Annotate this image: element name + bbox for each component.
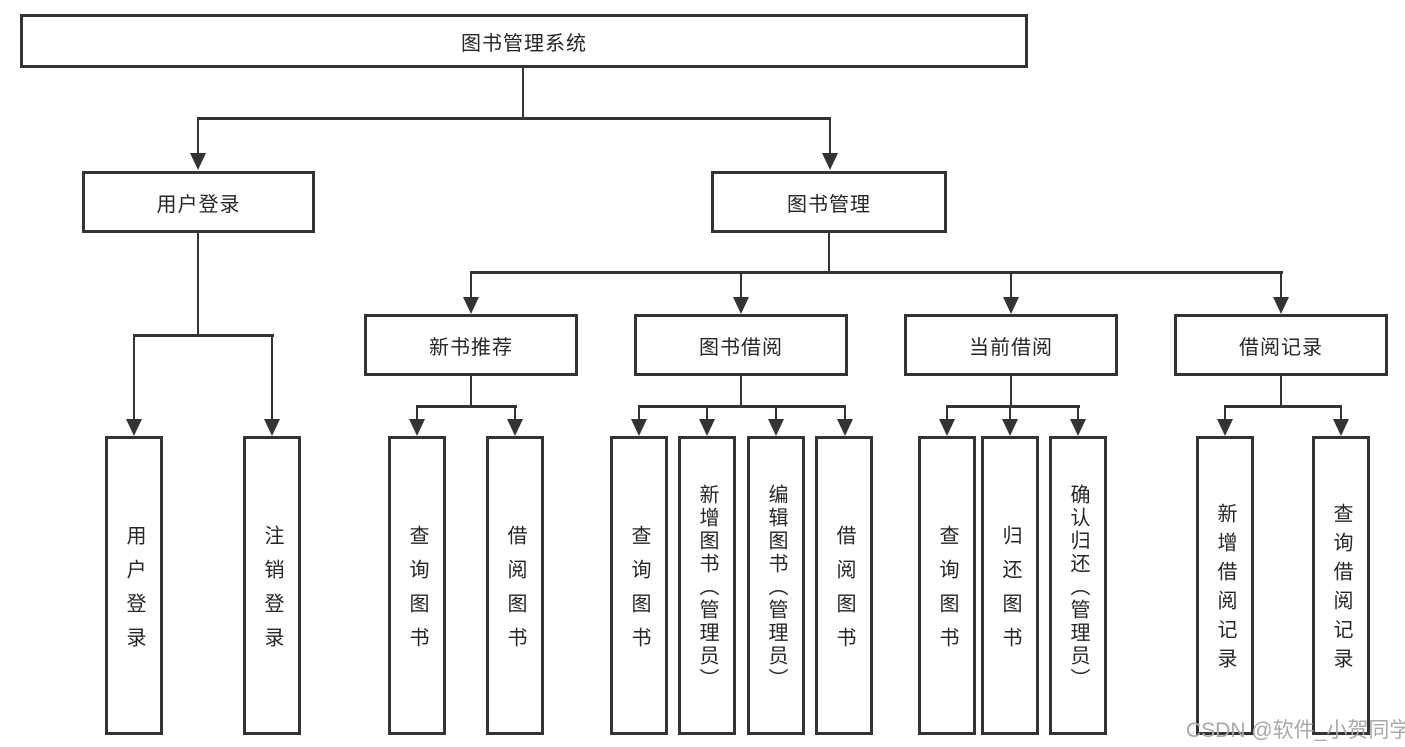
node-logout-action: 注销登录 <box>243 436 301 735</box>
node-user-login-action: 用户登录 <box>105 436 163 735</box>
node-query-books-recommend: 查询图书 <box>388 436 446 735</box>
node-borrow-books-recommend-label: 借阅图书 <box>504 524 526 661</box>
node-new-book-recommend: 新书推荐 <box>364 314 578 376</box>
node-query-books-borrowing-label: 查询图书 <box>628 524 650 661</box>
connector-line <box>829 117 831 154</box>
arrowhead-down-icon <box>507 419 523 436</box>
connector-line <box>1280 271 1282 298</box>
node-add-books-admin-label: 新增图书（管理员） <box>696 483 718 691</box>
node-confirm-return-admin-label: 确认归还（管理员） <box>1067 483 1089 691</box>
arrowhead-down-icon <box>631 419 647 436</box>
node-current-borrowing: 当前借阅 <box>904 314 1118 376</box>
arrowhead-down-icon <box>409 419 425 436</box>
node-query-books-current-label: 查询图书 <box>936 524 958 661</box>
node-current-borrowing-label: 当前借阅 <box>969 336 1053 359</box>
connector-line <box>197 233 199 336</box>
connector-line <box>740 271 742 298</box>
arrowhead-down-icon <box>768 419 784 436</box>
connector-line <box>706 405 708 420</box>
connector-line <box>197 117 199 154</box>
connector-line <box>638 405 846 408</box>
node-library-system: 图书管理系统 <box>20 14 1028 68</box>
node-query-borrow-record-label: 查询借阅记录 <box>1330 503 1352 677</box>
node-query-books-borrowing: 查询图书 <box>610 436 668 735</box>
node-edit-books-admin: 编辑图书（管理员） <box>747 436 805 735</box>
node-return-books-label: 归还图书 <box>999 524 1021 661</box>
connector-line <box>133 334 274 337</box>
node-borrow-books-borrowing-label: 借阅图书 <box>833 524 855 661</box>
watermark-text: CSDN @软件_小贺同学 <box>1186 719 1405 742</box>
node-borrowing-records-label: 借阅记录 <box>1239 336 1323 359</box>
arrowhead-down-icon <box>822 153 838 170</box>
connector-line <box>271 334 273 420</box>
node-confirm-return-admin: 确认归还（管理员） <box>1049 436 1107 735</box>
connector-line <box>133 334 135 420</box>
connector-line <box>740 376 742 408</box>
node-user-login-label: 用户登录 <box>156 193 241 216</box>
connector-line <box>946 405 948 420</box>
arrowhead-down-icon <box>463 297 479 314</box>
node-query-books-recommend-label: 查询图书 <box>406 524 428 661</box>
node-add-borrow-record-label: 新增借阅记录 <box>1214 503 1236 677</box>
arrowhead-down-icon <box>939 419 955 436</box>
arrowhead-down-icon <box>264 419 280 436</box>
arrowhead-down-icon <box>1003 297 1019 314</box>
connector-line <box>197 117 831 120</box>
arrowhead-down-icon <box>699 419 715 436</box>
connector-line <box>1010 376 1012 408</box>
node-borrow-books-recommend: 借阅图书 <box>486 436 544 735</box>
node-book-management: 图书管理 <box>711 171 947 233</box>
arrowhead-down-icon <box>733 297 749 314</box>
connector-line <box>470 376 472 408</box>
arrowhead-down-icon <box>837 419 853 436</box>
connector-line <box>775 405 777 420</box>
connector-line <box>1009 405 1011 420</box>
connector-line <box>470 271 1283 274</box>
connector-line <box>844 405 846 420</box>
node-return-books: 归还图书 <box>981 436 1039 735</box>
node-query-borrow-record: 查询借阅记录 <box>1312 436 1370 735</box>
connector-line <box>1010 271 1012 298</box>
arrowhead-down-icon <box>1273 297 1289 314</box>
node-edit-books-admin-label: 编辑图书（管理员） <box>765 483 787 691</box>
node-query-books-current: 查询图书 <box>918 436 976 735</box>
node-borrow-books-borrowing: 借阅图书 <box>815 436 873 735</box>
node-user-login: 用户登录 <box>82 171 315 233</box>
node-add-books-admin: 新增图书（管理员） <box>678 436 736 735</box>
connector-line <box>1280 376 1282 408</box>
connector-line <box>514 405 516 420</box>
node-book-borrowing-label: 图书借阅 <box>699 336 783 359</box>
connector-line <box>416 405 418 420</box>
connector-line <box>522 68 524 119</box>
arrowhead-down-icon <box>1070 419 1086 436</box>
connector-line <box>1224 405 1226 420</box>
arrowhead-down-icon <box>1002 419 1018 436</box>
node-logout-action-label: 注销登录 <box>261 524 283 661</box>
arrowhead-down-icon <box>1333 419 1349 436</box>
connector-line <box>416 405 517 408</box>
arrowhead-down-icon <box>190 153 206 170</box>
arrowhead-down-icon <box>126 419 142 436</box>
connector-line <box>1077 405 1079 420</box>
connector-line <box>470 271 472 298</box>
node-book-borrowing: 图书借阅 <box>634 314 848 376</box>
node-add-borrow-record: 新增借阅记录 <box>1196 436 1254 735</box>
node-new-book-recommend-label: 新书推荐 <box>429 336 513 359</box>
connector-line <box>828 233 830 273</box>
connector-line <box>946 405 1080 408</box>
node-library-system-label: 图书管理系统 <box>461 32 587 55</box>
connector-line <box>1224 405 1342 408</box>
arrowhead-down-icon <box>1217 419 1233 436</box>
node-borrowing-records: 借阅记录 <box>1174 314 1388 376</box>
connector-line <box>638 405 640 420</box>
connector-line <box>1340 405 1342 420</box>
node-user-login-action-label: 用户登录 <box>123 524 145 661</box>
node-book-management-label: 图书管理 <box>787 193 871 216</box>
